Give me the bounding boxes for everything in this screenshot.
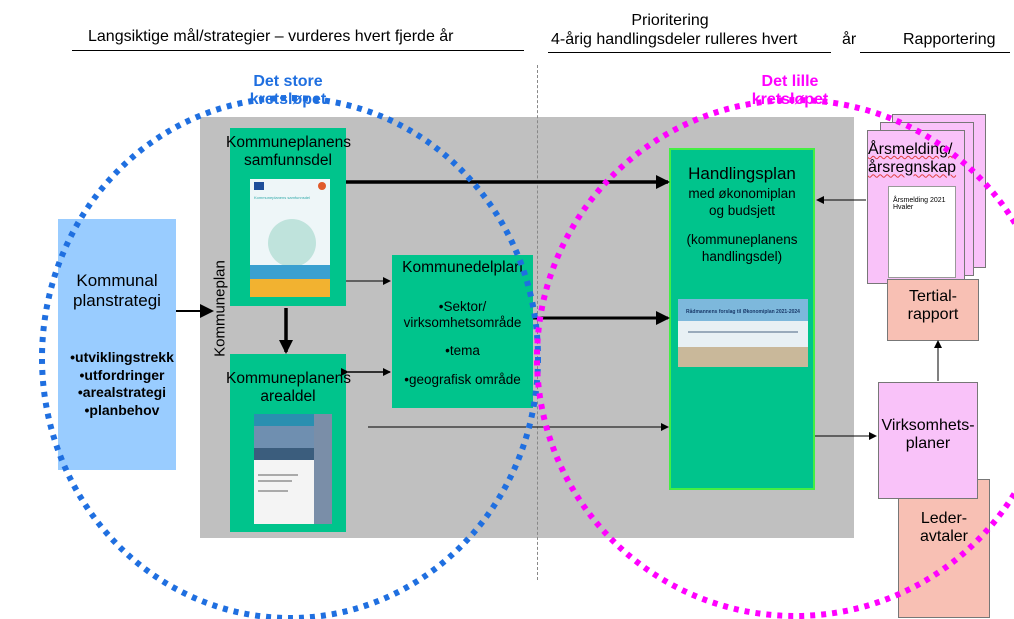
- okonomiplan-document-thumbnail: Rådmannens forslag til Økonomiplan 2021-…: [678, 299, 808, 367]
- virksomhetsplaner-title-2: planer: [905, 435, 951, 453]
- arsmelding-title-1: Årsmelding/: [868, 141, 953, 158]
- samfunnsdel-document-thumbnail: Kommuneplanens samfunnsdel: [250, 179, 330, 297]
- planstrategi-box: Kommunal planstrategi •utviklingstrekk •…: [58, 219, 176, 470]
- okonomiplan-thumb-title: Rådmannens forslag til Økonomiplan 2021-…: [686, 309, 800, 315]
- planstrategi-title-1: Kommunal: [76, 271, 158, 290]
- lederavtaler-box: Leder- avtaler: [898, 479, 990, 618]
- arealdel-title-2: arealdel: [260, 387, 316, 405]
- handlingsplan-sub4: handlingsdel): [701, 248, 783, 264]
- kommunedelplan-box: Kommunedelplan •Sektor/ virksomhetsområd…: [392, 255, 533, 408]
- arsmelding-box: Årsmelding/ årsregnskap Årsmelding 2021 …: [867, 130, 965, 284]
- samfunnsdel-title-1: Kommuneplanens: [226, 134, 351, 151]
- planstrategi-bullet: •planbehov: [84, 401, 160, 418]
- samfunnsdel-thumb-title: Kommuneplanens samfunnsdel: [254, 195, 311, 200]
- header-left-underline: [72, 50, 524, 51]
- header-middle-suffix: år: [842, 31, 857, 48]
- header-middle-line2: 4-årig handlingsdeler rulleres hvert: [551, 31, 798, 48]
- samfunnsdel-box: Kommuneplanens samfunnsdel Kommuneplanen…: [226, 128, 351, 306]
- header-middle-underline: [548, 52, 831, 53]
- small-cycle-circle: [534, 97, 1014, 619]
- handlingsplan-title: Handlingsplan: [688, 164, 796, 183]
- arsmelding-document-thumbnail: Årsmelding 2021 Hvaler: [888, 186, 956, 278]
- planstrategi-bullet: •arealstrategi: [77, 384, 167, 400]
- tertial-title-2: rapport: [907, 306, 959, 324]
- arsmelding-thumb-title: Årsmelding 2021 Hvaler: [893, 197, 946, 211]
- lederavtaler-title-2: avtaler: [919, 528, 969, 546]
- kommunedelplan-item: •geografisk område: [404, 371, 521, 387]
- handlingsplan-sub2: og budsjett: [708, 202, 776, 218]
- small-cycle-label: Det lille kretsløpet: [751, 73, 829, 108]
- tertial-box: Tertial- rapport: [887, 279, 979, 341]
- arsmelding-title-2: årsregnskap: [868, 159, 957, 177]
- header-right: Rapportering: [903, 31, 996, 48]
- lederavtaler-title-1: Leder-: [920, 510, 968, 527]
- tertial-title-1: Tertial-: [908, 288, 957, 305]
- header-middle-line1: Prioritering: [631, 12, 709, 29]
- kommunedelplan-title: Kommunedelplan: [402, 259, 523, 276]
- virksomhetsplaner-box: Virksomhets- planer: [878, 382, 978, 499]
- virksomhetsplaner-title-1: Virksomhets-: [881, 417, 975, 434]
- header-right-underline: [860, 52, 1010, 53]
- arealdel-title-1: Kommuneplanens: [226, 370, 351, 387]
- samfunnsdel-title-2: samfunnsdel: [244, 151, 332, 169]
- big-cycle-label: Det store kretsløpet: [249, 73, 327, 108]
- handlingsplan-sub3: (kommuneplanens: [686, 231, 798, 247]
- kommunedelplan-item: •Sektor/ virksomhetsområde: [403, 299, 522, 331]
- arealdel-box: Kommuneplanens arealdel: [226, 354, 351, 532]
- planstrategi-bullet: •utviklingstrekk: [70, 349, 174, 365]
- planstrategi-bullet: •utfordringer: [79, 366, 165, 383]
- big-cycle-circle: [39, 95, 541, 619]
- arealdel-document-thumbnail: [254, 414, 332, 524]
- header-left: Langsiktige mål/strategier – vurderes hv…: [88, 28, 454, 45]
- kommunedelplan-item: •tema: [445, 343, 480, 359]
- handlingsplan-box: Handlingsplan med økonomiplan og budsjet…: [669, 148, 815, 490]
- handlingsplan-sub1: med økonomiplan: [688, 186, 796, 201]
- period-separator: [537, 65, 538, 580]
- planstrategi-title-2: planstrategi: [73, 290, 161, 310]
